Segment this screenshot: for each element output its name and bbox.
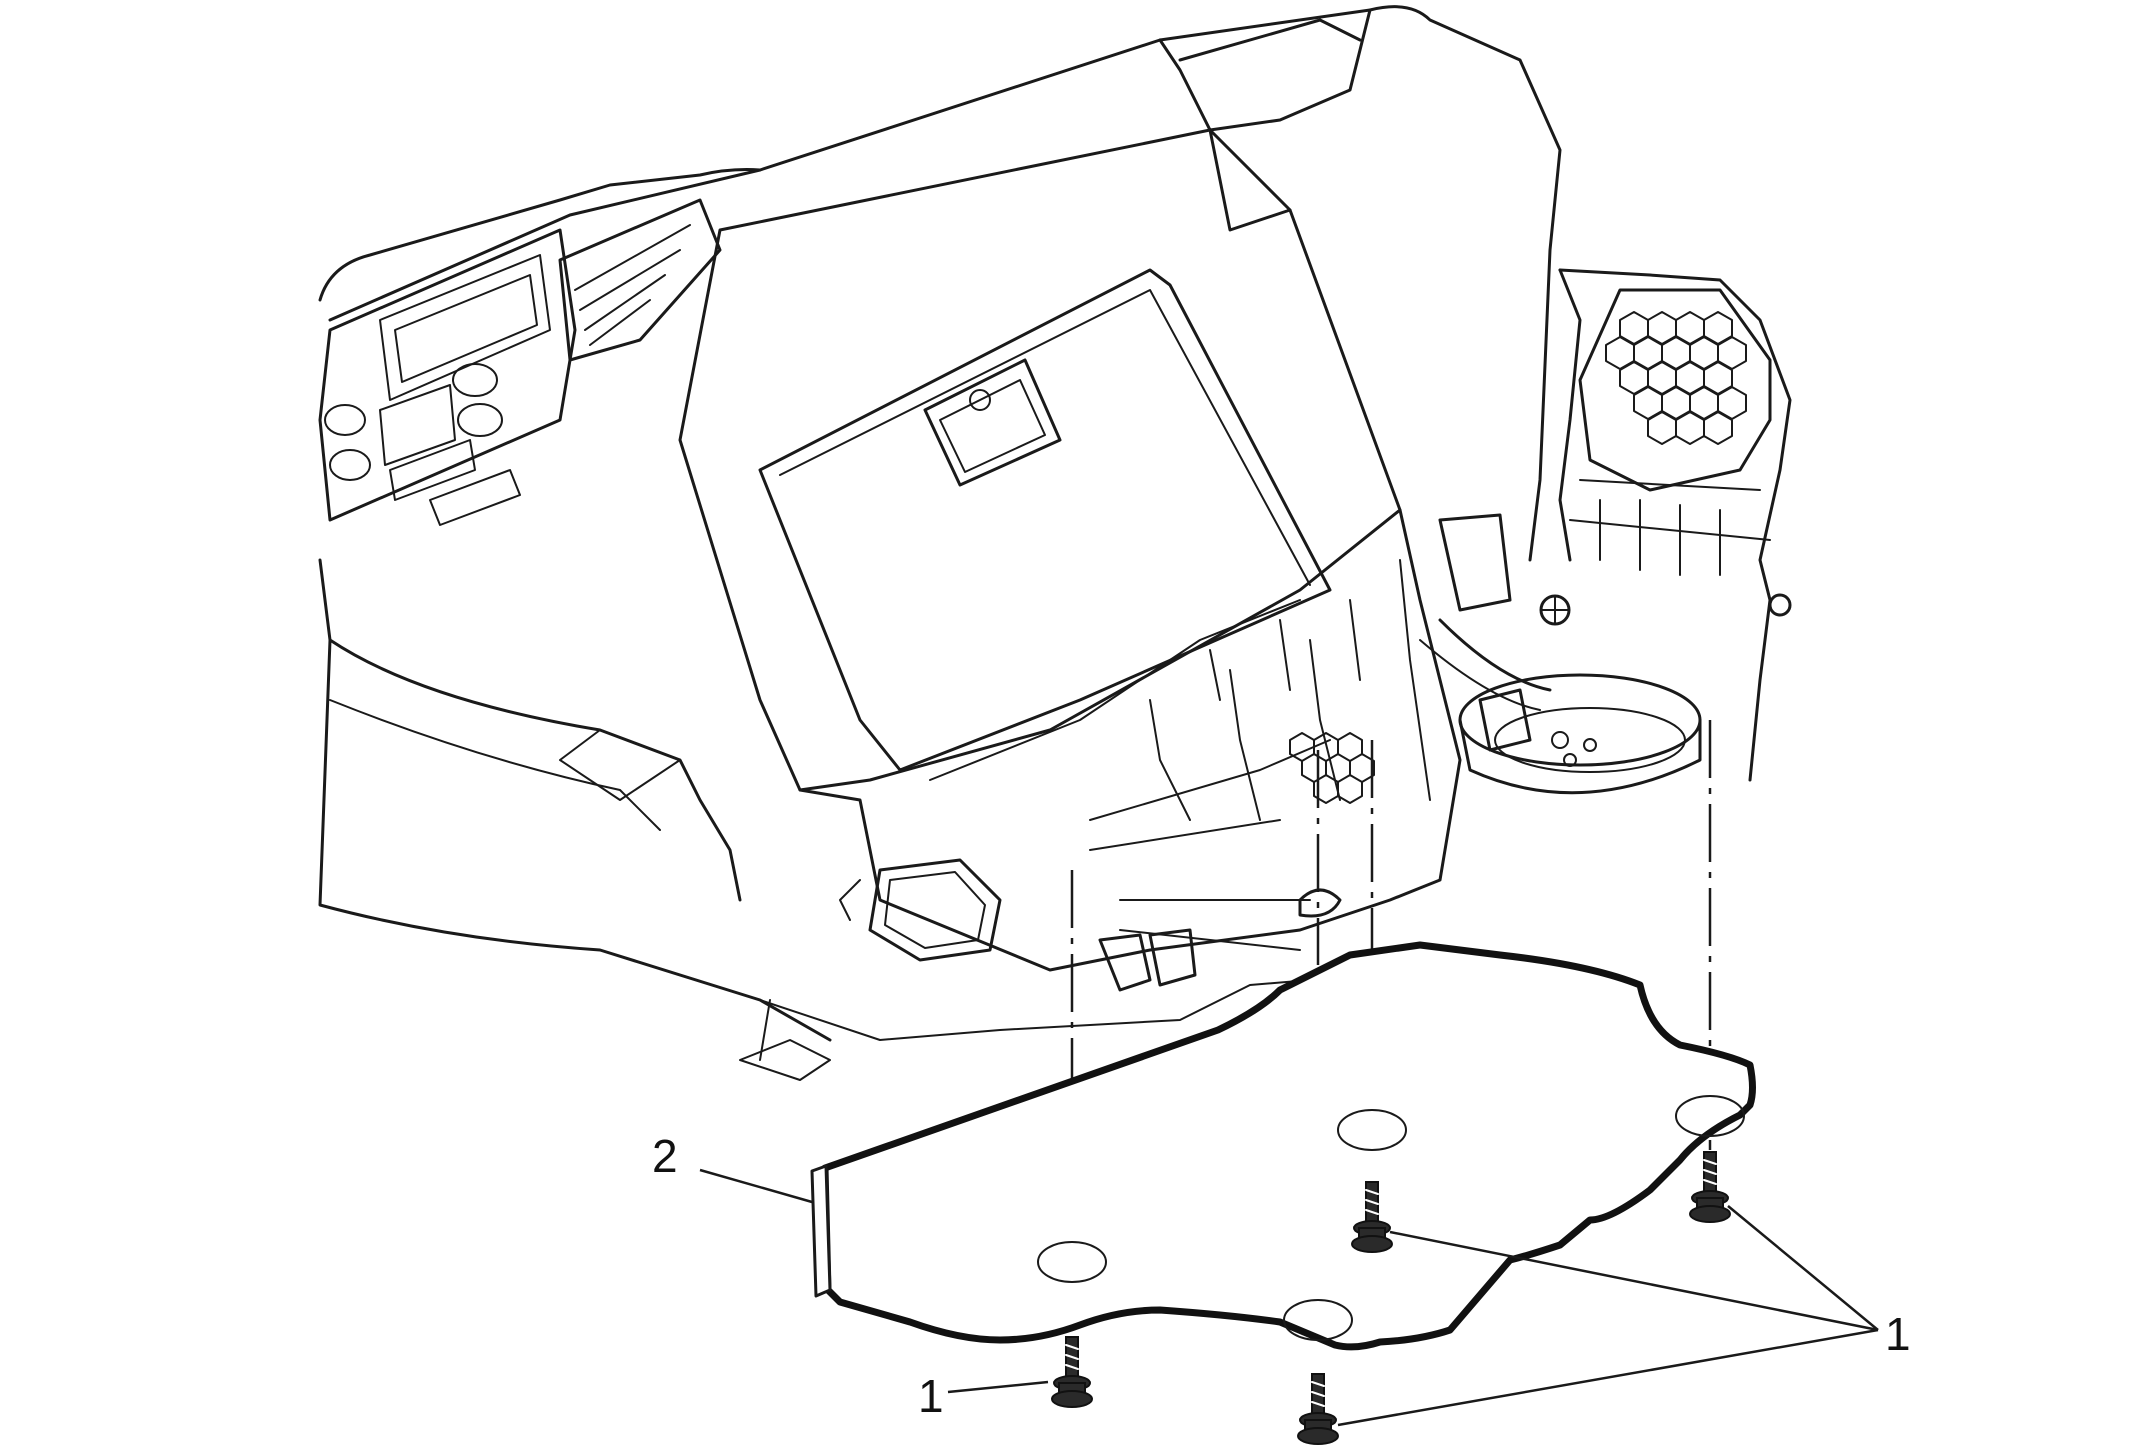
callout-label-fastener: 1 <box>1885 1308 1911 1360</box>
hvac-module-housing <box>798 508 1462 972</box>
fastener-screw <box>1351 1181 1393 1253</box>
center-air-vent <box>558 198 722 362</box>
fastener-screw <box>1689 1151 1731 1223</box>
callout-label-panel: 2 <box>652 1130 678 1182</box>
hvac-control-knobs <box>324 363 521 526</box>
fasteners <box>1051 1151 1731 1445</box>
left-wiring-bracket <box>839 858 1342 992</box>
evaporator-grille <box>1289 732 1375 804</box>
fastener-screw <box>1051 1336 1093 1408</box>
filter-honeycomb <box>1605 311 1747 445</box>
glove-box-handle <box>923 358 1062 487</box>
callout-label-fastener: 1 <box>918 1370 944 1422</box>
instrument-panel-assembly <box>318 5 1792 1081</box>
fastener-screw <box>1297 1373 1339 1445</box>
blower-motor-housing <box>1419 268 1792 795</box>
closeout-panel <box>810 941 1756 1351</box>
glove-box-door <box>758 268 1332 772</box>
panel-fastener-holes <box>1037 1095 1745 1341</box>
callout-leaders <box>699 1168 1879 1427</box>
blower-motor <box>1458 673 1702 795</box>
